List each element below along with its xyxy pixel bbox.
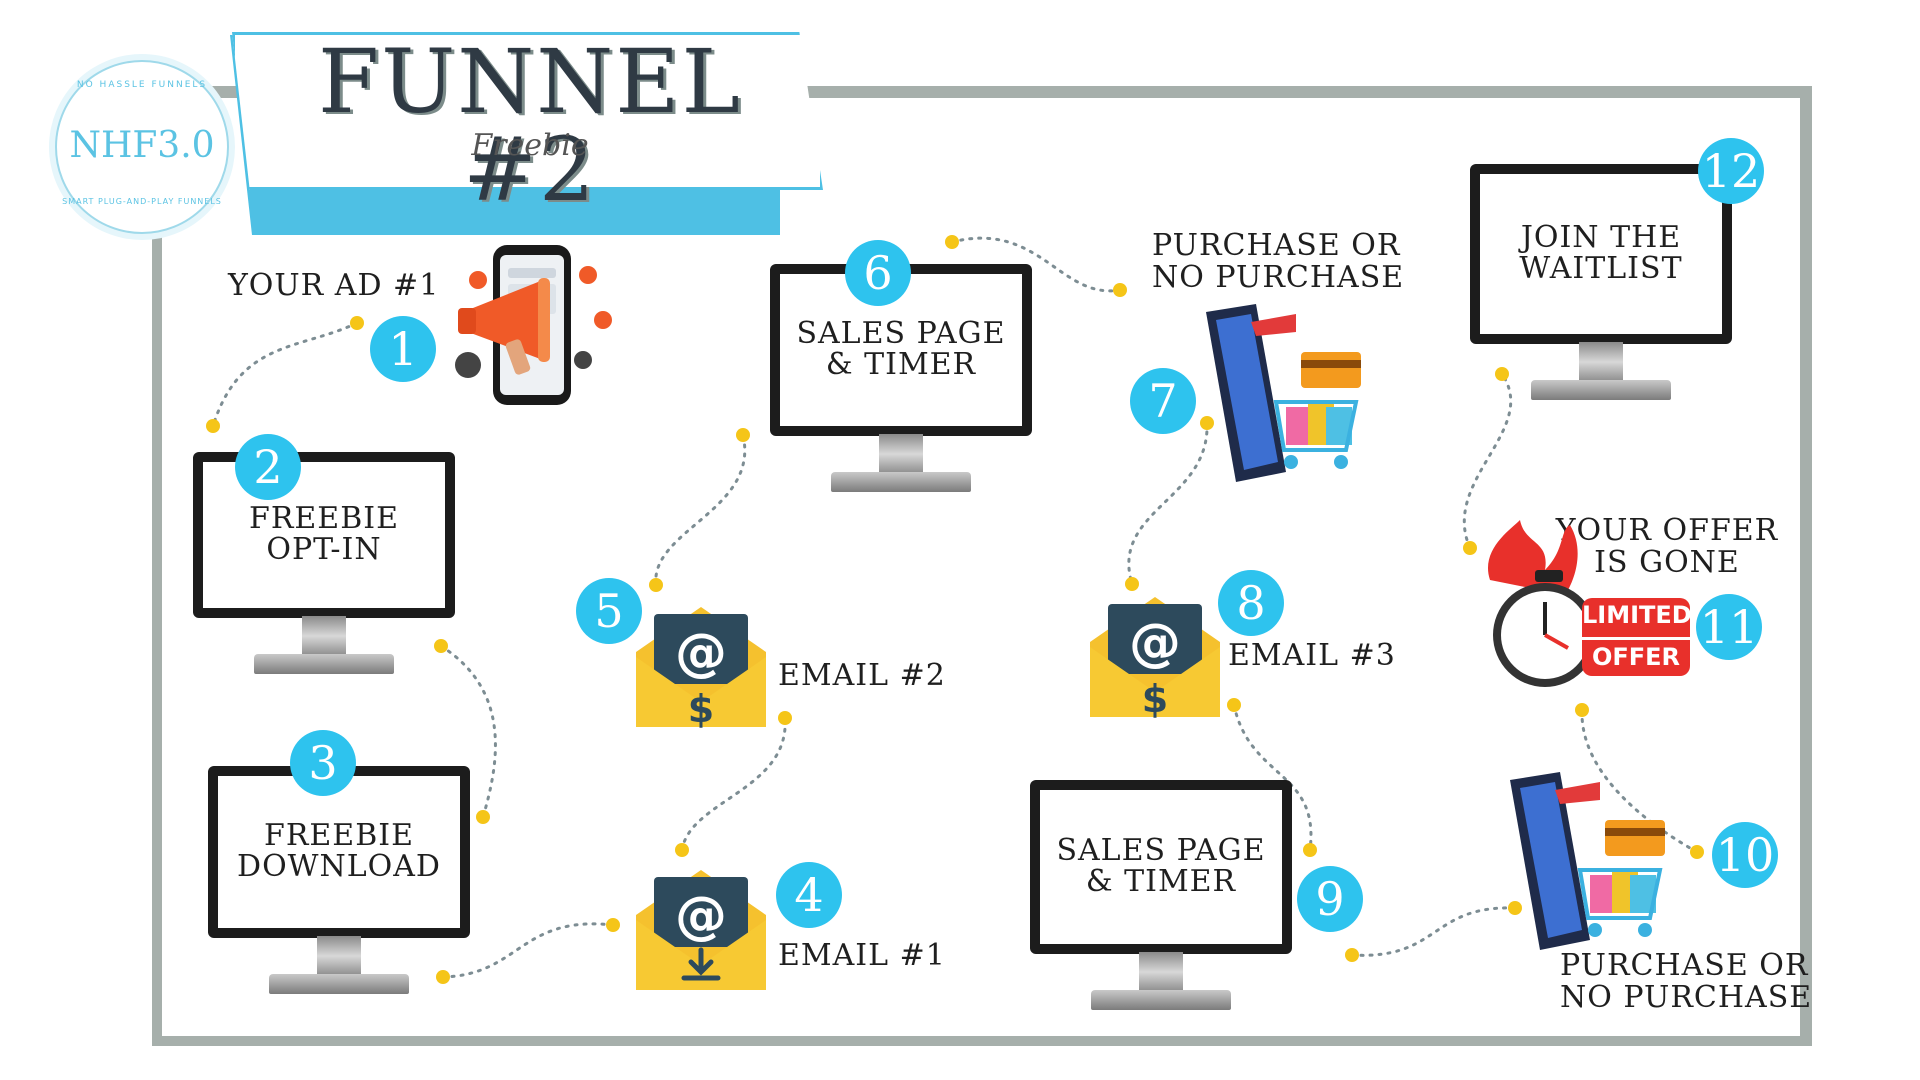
monitor-stand-neck (1579, 342, 1623, 382)
shopping-tablet-icon (1510, 772, 1665, 950)
step-3-monitor: FREEBIE DOWNLOAD (208, 766, 470, 994)
step-10-label: PURCHASE OR NO PURCHASE (1560, 948, 1813, 1015)
limited-offer-badge-line2: OFFER (1591, 643, 1681, 671)
step-12-label: JOIN THE WAITLIST (1519, 220, 1683, 286)
logo-ring-bottom-text: SMART PLUG-AND-PLAY FUNNELS (62, 197, 222, 206)
monitor-stand-base (831, 472, 971, 492)
logo-ring-top-text: NO HASSLE FUNNELS (76, 80, 208, 90)
step-1-badge: 1 (370, 316, 436, 382)
step-6-monitor: SALES PAGE & TIMER (770, 264, 1032, 492)
page-subtitle: Freebie (471, 128, 589, 163)
email-download-icon: @ (636, 870, 766, 990)
email-dollar-icon: @ $ (1090, 597, 1220, 721)
step-3-label: FREEBIE DOWNLOAD (237, 818, 441, 884)
email-dollar-icon: @ $ (636, 607, 766, 731)
step-8-badge: 8 (1218, 570, 1284, 636)
step-1-label: YOUR AD #1 (228, 268, 440, 303)
megaphone-phone-icon (455, 245, 612, 405)
monitor-stand-neck (302, 616, 346, 656)
monitor-screen: JOIN THE WAITLIST (1470, 164, 1732, 344)
monitor-stand-neck (317, 936, 361, 976)
svg-text:@: @ (675, 886, 727, 946)
monitor-screen: FREEBIE DOWNLOAD (208, 766, 470, 938)
svg-text:$: $ (1142, 677, 1168, 721)
nhf-logo: NO HASSLE FUNNELS NHF3.0 SMART PLUG-AND-… (55, 60, 229, 234)
step-2-label: FREEBIE OPT-IN (249, 501, 399, 567)
svg-text:@: @ (675, 623, 727, 683)
step-7-badge: 7 (1130, 368, 1196, 434)
limited-offer-badge-line1: LIMITED (1582, 601, 1692, 629)
monitor-screen: FREEBIE OPT-IN (193, 452, 455, 618)
step-8-label: EMAIL #3 (1228, 638, 1396, 673)
monitor-stand-neck (1139, 952, 1183, 992)
monitor-stand-base (1091, 990, 1231, 1010)
step-11-badge: 11 (1696, 594, 1762, 660)
step-9-badge: 9 (1297, 866, 1363, 932)
step-4-badge: 4 (776, 862, 842, 928)
page-title: FUNNEL #2 (318, 30, 742, 221)
step-5-label: EMAIL #2 (778, 658, 946, 693)
limited-offer-clock-icon (1487, 520, 1690, 687)
logo-text: NHF3.0 (69, 125, 215, 166)
monitor-screen-content: FREEBIE DOWNLOAD (218, 776, 460, 928)
step-2-badge: 2 (235, 434, 301, 500)
step-9-monitor: SALES PAGE & TIMER (1030, 780, 1292, 1010)
monitor-stand-base (269, 974, 409, 994)
monitor-screen: SALES PAGE & TIMER (1030, 780, 1292, 954)
step-10-badge: 10 (1712, 822, 1778, 888)
monitor-stand-neck (879, 434, 923, 474)
step-6-label: SALES PAGE & TIMER (796, 316, 1006, 382)
monitor-screen-content: SALES PAGE & TIMER (1040, 790, 1282, 944)
shopping-tablet-icon (1206, 304, 1361, 482)
step-12-badge: 12 (1698, 138, 1764, 204)
svg-text:$: $ (688, 687, 714, 731)
step-4-label: EMAIL #1 (778, 938, 946, 973)
step-2-monitor: FREEBIE OPT-IN (193, 452, 455, 674)
step-7-label: PURCHASE OR NO PURCHASE (1152, 228, 1405, 295)
step-3-badge: 3 (290, 730, 356, 796)
step-6-badge: 6 (845, 240, 911, 306)
svg-text:@: @ (1129, 613, 1181, 673)
monitor-screen-content: SALES PAGE & TIMER (780, 274, 1022, 426)
step-12-monitor: JOIN THE WAITLIST (1470, 164, 1732, 400)
step-9-label: SALES PAGE & TIMER (1056, 833, 1266, 899)
monitor-stand-base (254, 654, 394, 674)
step-11-label: YOUR OFFER IS GONE (1555, 513, 1779, 580)
monitor-stand-base (1531, 380, 1671, 400)
monitor-screen: SALES PAGE & TIMER (770, 264, 1032, 436)
monitor-screen-content: JOIN THE WAITLIST (1480, 174, 1722, 334)
step-5-badge: 5 (576, 578, 642, 644)
